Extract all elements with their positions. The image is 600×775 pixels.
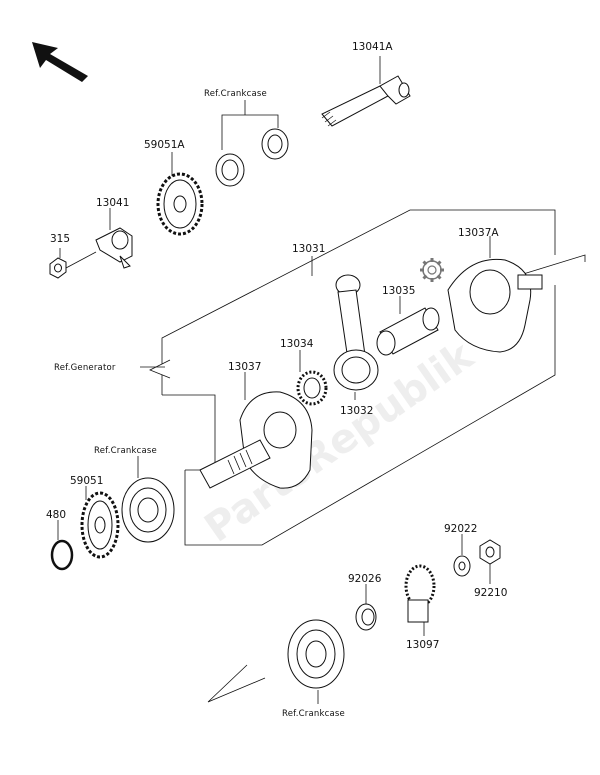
label-92022: 92022 [444, 523, 477, 535]
part-59051-gear[interactable] [80, 491, 120, 559]
label-13034: 13034 [280, 338, 314, 350]
part-13037-crank[interactable] [199, 391, 313, 489]
label-92026: 92026 [348, 573, 382, 585]
part-ref-bearing-1[interactable] [215, 153, 245, 187]
label-13041: 13041 [96, 197, 129, 209]
label-ref-crankcase-mid: Ref.Crankcase [94, 446, 157, 456]
part-13037A-crank[interactable] [447, 258, 543, 353]
label-ref-crankcase-bottom: Ref.Crankcase [282, 709, 345, 719]
label-ref-generator: Ref.Generator [54, 363, 116, 373]
part-13031-conrod[interactable] [333, 274, 379, 391]
part-13034-needle-bearing[interactable] [296, 370, 328, 406]
label-13037A: 13037A [458, 227, 499, 239]
label-ref-crankcase-top: Ref.Crankcase [204, 89, 267, 99]
label-315: 315 [50, 233, 70, 245]
part-92026-collar[interactable] [355, 603, 377, 631]
label-13032: 13032 [340, 405, 373, 417]
gear-icon [420, 258, 444, 282]
label-13035: 13035 [382, 285, 415, 297]
part-92022-washer[interactable] [453, 555, 471, 577]
part-13097-gear[interactable] [404, 564, 436, 623]
part-480-circlip[interactable] [50, 539, 74, 571]
part-13041-lever[interactable] [95, 227, 133, 269]
label-13041A: 13041A [352, 41, 393, 53]
part-92210-nut[interactable] [479, 539, 501, 565]
part-ref-bearing-bottom[interactable] [287, 619, 345, 689]
label-13031: 13031 [292, 243, 325, 255]
label-59051A: 59051A [144, 139, 185, 151]
label-13037: 13037 [228, 361, 261, 373]
label-13097: 13097 [406, 639, 439, 651]
part-315-nut[interactable] [49, 257, 67, 279]
part-13035-pin[interactable] [376, 307, 440, 356]
label-480: 480 [46, 509, 66, 521]
ref-line-bottom [207, 664, 266, 703]
part-59051A-gear[interactable] [156, 172, 204, 236]
front-direction-arrow-icon [32, 42, 88, 82]
label-92210: 92210 [474, 587, 507, 599]
label-59051: 59051 [70, 475, 103, 487]
part-ref-bearing-mid[interactable] [121, 477, 175, 543]
part-ref-bearing-2[interactable] [261, 128, 289, 160]
part-13041A-shaft[interactable] [321, 75, 411, 127]
